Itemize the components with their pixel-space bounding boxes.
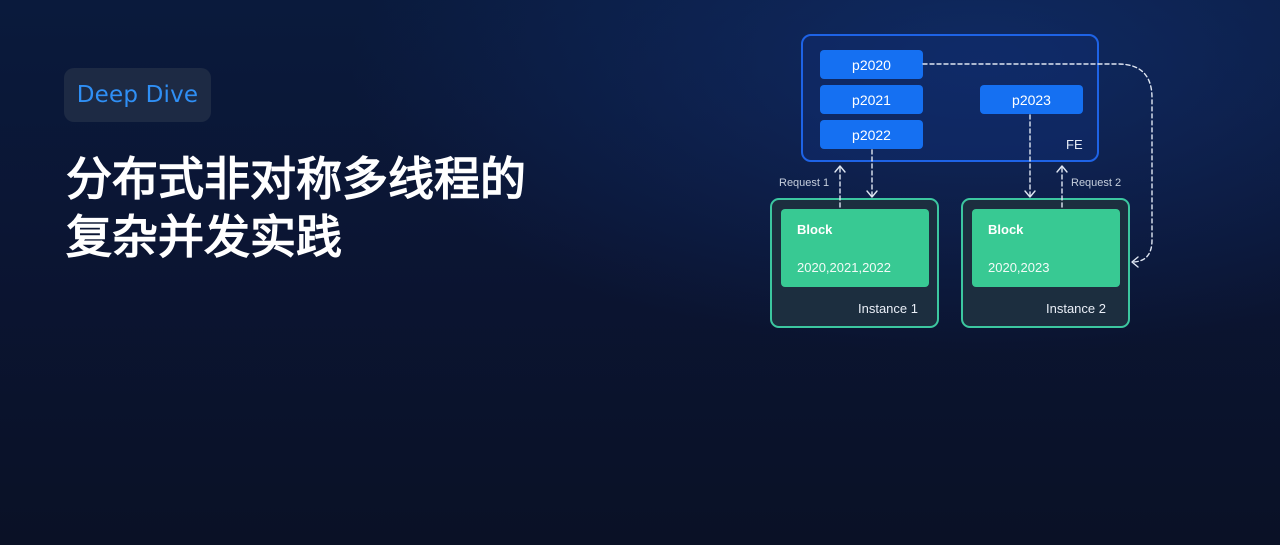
p2023-down-arrowhead-icon: [1024, 190, 1036, 198]
page-title-line-1: 分布式非对称多线程的: [66, 152, 526, 206]
fe-label: FE: [1066, 137, 1083, 152]
instance-2-block-value: 2020,2023: [988, 260, 1050, 275]
instance-2-block-title: Block: [988, 222, 1024, 237]
instance-1-block-value: 2020,2021,2022: [797, 260, 891, 275]
request-2-label: Request 2: [1071, 177, 1122, 189]
partition-p2020: p2020: [820, 50, 923, 79]
request-1-arrowhead-icon: [834, 165, 846, 173]
instance-2-label: Instance 2: [1046, 301, 1106, 316]
instance-2-block: [972, 209, 1120, 287]
partition-p2023: p2023: [980, 85, 1083, 114]
request-1-label: Request 1: [779, 177, 830, 189]
p2022-down-arrowhead-icon: [866, 190, 878, 198]
deep-dive-tag: Deep Dive: [64, 68, 211, 122]
partition-p2022: p2022: [820, 120, 923, 149]
page-title: 分布式非对称多线程的 复杂并发实践: [66, 150, 526, 266]
p2020-route-arrowhead-icon: [1131, 256, 1139, 268]
instance-1-label: Instance 1: [858, 301, 918, 316]
p2020-to-instance-2-arrow: [922, 63, 1153, 263]
instance-1-block-title: Block: [797, 222, 833, 237]
instance-1-block: [781, 209, 929, 287]
partition-p2021: p2021: [820, 85, 923, 114]
request-2-arrowhead-icon: [1056, 165, 1068, 173]
deep-dive-tag-label: Deep Dive: [76, 82, 199, 108]
page-title-line-2: 复杂并发实践: [66, 210, 342, 264]
